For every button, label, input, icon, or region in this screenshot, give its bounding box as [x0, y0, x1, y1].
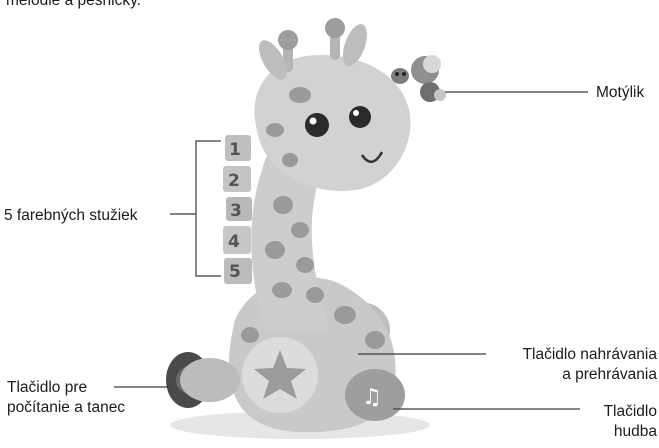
svg-text:♫: ♫: [362, 385, 382, 410]
intro-text: melódie a pesničky.: [6, 0, 141, 11]
music-button-label-line-2: hudba: [604, 422, 657, 442]
giraffe-eye-left: [305, 113, 329, 137]
record-button-label-line-2: a prehrávania: [523, 365, 657, 385]
ribbon-number-2: 2: [228, 171, 240, 191]
butterfly-label: Motýlik: [596, 83, 644, 103]
record-button-label-line-1: Tlačidlo nahrávania: [523, 345, 657, 365]
ribbon-number-3: 3: [230, 201, 242, 221]
record-button-label: Tlačidlo nahrávania a prehrávania: [523, 345, 657, 385]
ribbon-number-5: 5: [229, 262, 241, 282]
music-button-label: Tlačidlo hudba: [604, 402, 657, 442]
giraffe-eye-right: [349, 106, 371, 128]
count-button-label-line-2: počítanie a tanec: [7, 398, 125, 418]
ribbon-tags: 1 2 3 4 5: [223, 135, 252, 284]
count-button-label-line-1: Tlačidlo pre: [7, 378, 125, 398]
ribbon-number-4: 4: [228, 232, 240, 252]
music-button-label-line-1: Tlačidlo: [604, 402, 657, 422]
ribbons-label: 5 farebných stužiek: [4, 206, 138, 226]
count-button-label: Tlačidlo pre počítanie a tanec: [7, 378, 125, 418]
ribbon-number-1: 1: [229, 140, 241, 160]
